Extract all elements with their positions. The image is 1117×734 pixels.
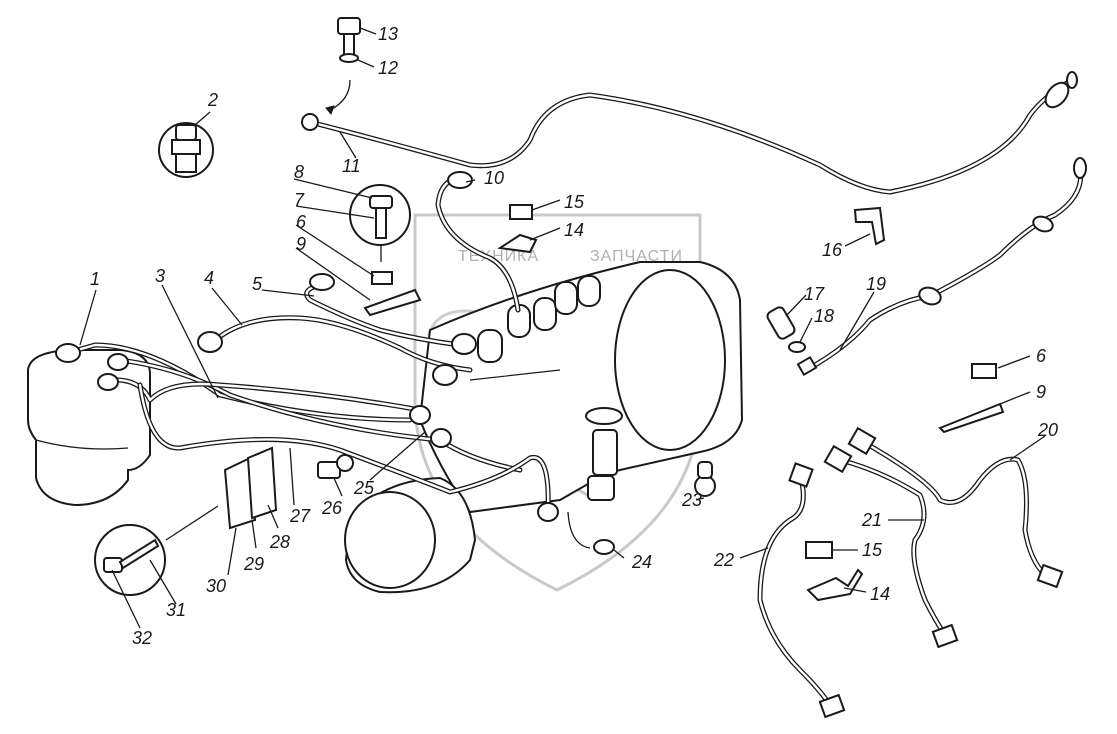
callout-23: 23: [681, 490, 702, 510]
callout-19: 19: [866, 274, 886, 294]
callout-32: 32: [132, 628, 152, 648]
callout-14-top: 14: [564, 220, 584, 240]
callout-11: 11: [342, 156, 361, 176]
callout-13: 13: [378, 24, 398, 44]
callout-26: 26: [321, 498, 343, 518]
callout-6-right: 6: [1036, 346, 1047, 366]
callout-8: 8: [294, 162, 304, 182]
callout-1: 1: [90, 269, 100, 289]
callout-12: 12: [378, 58, 398, 78]
callout-21: 21: [861, 510, 882, 530]
callout-labels: 1 2 3 4 5 6 6 7 8 9 9 10 11 12 13 14 14 …: [90, 24, 1058, 648]
callout-22: 22: [713, 550, 734, 570]
callout-3: 3: [155, 266, 165, 286]
fuel-filter: [27, 349, 151, 507]
fuel-pipes: [57, 77, 1084, 708]
callout-9-right: 9: [1036, 382, 1046, 402]
pump-drum: [344, 476, 477, 594]
callout-29: 29: [243, 554, 264, 574]
callout-5: 5: [252, 274, 263, 294]
callout-18: 18: [814, 306, 834, 326]
callout-24: 24: [631, 552, 652, 572]
callout-27: 27: [289, 506, 311, 526]
callout-4: 4: [204, 268, 214, 288]
callout-10: 10: [484, 168, 504, 188]
callout-6-top: 6: [296, 212, 307, 232]
callout-2: 2: [207, 90, 218, 110]
injection-pump: [418, 261, 744, 514]
callout-9-top: 9: [296, 234, 306, 254]
callout-15-bottom: 15: [862, 540, 883, 560]
callout-31: 31: [166, 600, 186, 620]
watermark-right-text: ЗАПЧАСТИ: [590, 248, 683, 265]
callout-20: 20: [1037, 420, 1058, 440]
callout-7: 7: [294, 190, 305, 210]
callout-16: 16: [822, 240, 843, 260]
callout-30: 30: [206, 576, 226, 596]
callout-25: 25: [353, 478, 375, 498]
callout-28: 28: [269, 532, 290, 552]
callout-14-bottom: 14: [870, 584, 890, 604]
callout-17: 17: [804, 284, 825, 304]
leader-lines: [79, 27, 1046, 629]
callout-15-top: 15: [564, 192, 585, 212]
small-parts: [55, 17, 1087, 719]
